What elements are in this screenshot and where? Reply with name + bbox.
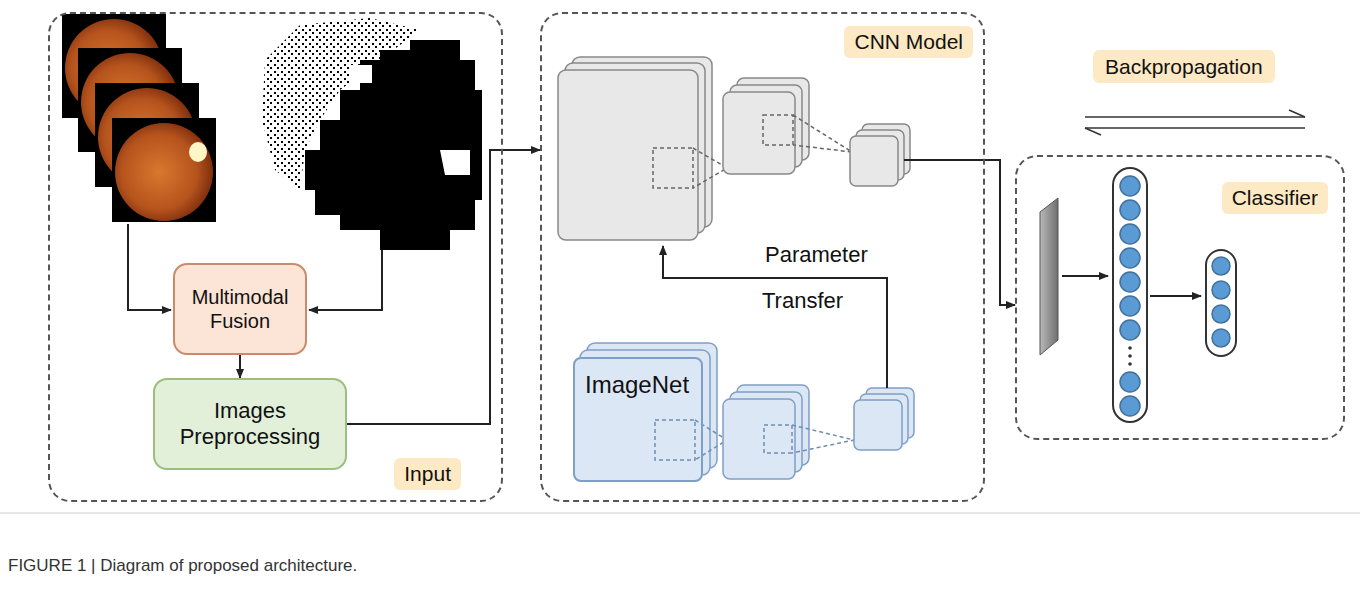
- cnn-feature-maps-part: [653, 148, 693, 188]
- cnn-feature-maps-part: [904, 159, 986, 161]
- classifier-network-part: [1150, 295, 1201, 297]
- transfer-label: Parameter: [765, 242, 868, 268]
- box-text: ImageNet: [585, 371, 691, 400]
- imagenet-feature-maps-part: [573, 357, 703, 482]
- cnn-feature-maps-part: [693, 148, 727, 188]
- classifier-network-part: [1040, 198, 1058, 355]
- fundus-image-stack-part: [112, 118, 216, 222]
- imagenet-layer: ImageNet: [573, 357, 703, 482]
- fundus-image-stack-part: [115, 123, 213, 221]
- imagenet-feature-maps-part: [655, 420, 695, 460]
- parameter-transfer-arrow: [663, 246, 887, 388]
- backpropagation-arrows-part: [1085, 116, 1305, 118]
- preprocessing-box: Images Preprocessing: [153, 378, 347, 470]
- classifier-network-part: [1120, 200, 1140, 220]
- classifier-network-part: [1120, 320, 1140, 340]
- region-title: Classifier: [1222, 182, 1328, 214]
- classifier-network-part: [1120, 224, 1140, 244]
- connector-line: [239, 355, 241, 378]
- classifier-network-part: [1120, 296, 1140, 316]
- classifier-network-part: [1062, 275, 1108, 277]
- flow-connector: [985, 160, 1015, 305]
- box-text: Multimodal Fusion: [181, 285, 299, 333]
- mask-image-part: [440, 150, 470, 175]
- mask-image-part: [305, 40, 482, 250]
- connector-line: [985, 160, 1015, 305]
- fusion-box: Multimodal Fusion: [173, 263, 307, 355]
- classifier-network-part: [1212, 305, 1230, 323]
- flow-connector: [240, 355, 241, 378]
- fundus-image-stack: [62, 14, 216, 222]
- classifier-network-part: [1128, 362, 1132, 366]
- classifier-network-part: [1212, 281, 1230, 299]
- backpropagation-arrows-part: [1085, 127, 1305, 129]
- classifier-network-part: [1120, 372, 1140, 392]
- imagenet-feature-maps-part: [792, 425, 854, 453]
- backpropagation-arrows-part: [1289, 110, 1305, 117]
- region-title: Input: [394, 458, 461, 490]
- classifier-network-part: [1120, 176, 1140, 196]
- fundus-image-stack-part: [189, 142, 207, 162]
- classifier-network-part: [1206, 250, 1236, 356]
- transfer-label: Transfer: [762, 288, 843, 314]
- process-label: Backpropagation: [1105, 54, 1263, 79]
- figure-caption: FIGURE 1 | Diagram of proposed architect…: [8, 556, 357, 576]
- cnn-feature-maps-part: [793, 115, 852, 152]
- backpropagation-arrows: [1085, 110, 1305, 135]
- cnn-feature-maps-part: [850, 136, 898, 186]
- classifier-network-part: [1212, 257, 1230, 275]
- classifier-network-part: [1212, 329, 1230, 347]
- cnn-feature-maps-part: [763, 115, 793, 145]
- parameter-transfer-arrow-part: [663, 246, 887, 388]
- image-input-arrows-part: [309, 250, 382, 310]
- cnn-feature-maps: [558, 57, 986, 240]
- connector-line: [347, 150, 540, 424]
- image-input-arrows-part: [128, 224, 171, 310]
- classifier-network-part: [1113, 168, 1147, 422]
- cnn-region: CNN ModelImageNet: [540, 12, 985, 502]
- classifier-network-part: [1128, 354, 1132, 358]
- box-text: Images Preprocessing: [161, 398, 339, 451]
- caption-rule: [0, 513, 1360, 514]
- imagenet-feature-maps-part: [695, 420, 727, 460]
- cnn-feature-maps-part: [558, 70, 698, 240]
- input-region: Input Multimodal FusionImages Preprocessi…: [48, 12, 503, 502]
- imagenet-feature-maps-part: [723, 399, 795, 479]
- backpropagation-pill: Backpropagation: [1093, 50, 1275, 83]
- classifier-network: [1040, 168, 1236, 422]
- imagenet-feature-maps-part: [764, 425, 792, 453]
- region-title: CNN Model: [844, 26, 973, 58]
- classifier-network-part: [1128, 346, 1132, 350]
- imagenet-feature-maps: [573, 343, 914, 482]
- cnn-feature-maps-part: [723, 92, 795, 174]
- classifier-network-part: [1120, 396, 1140, 416]
- classifier-network-part: [1120, 248, 1140, 268]
- classifier-network-part: [1120, 272, 1140, 292]
- classifier-region: Classifier: [1015, 155, 1345, 440]
- mask-image-part: [395, 100, 440, 140]
- backpropagation-arrows-part: [1085, 128, 1101, 135]
- mask-image-part: [350, 65, 372, 83]
- flow-connector: [347, 150, 540, 424]
- mask-image: [262, 18, 482, 250]
- imagenet-feature-maps-part: [854, 400, 902, 450]
